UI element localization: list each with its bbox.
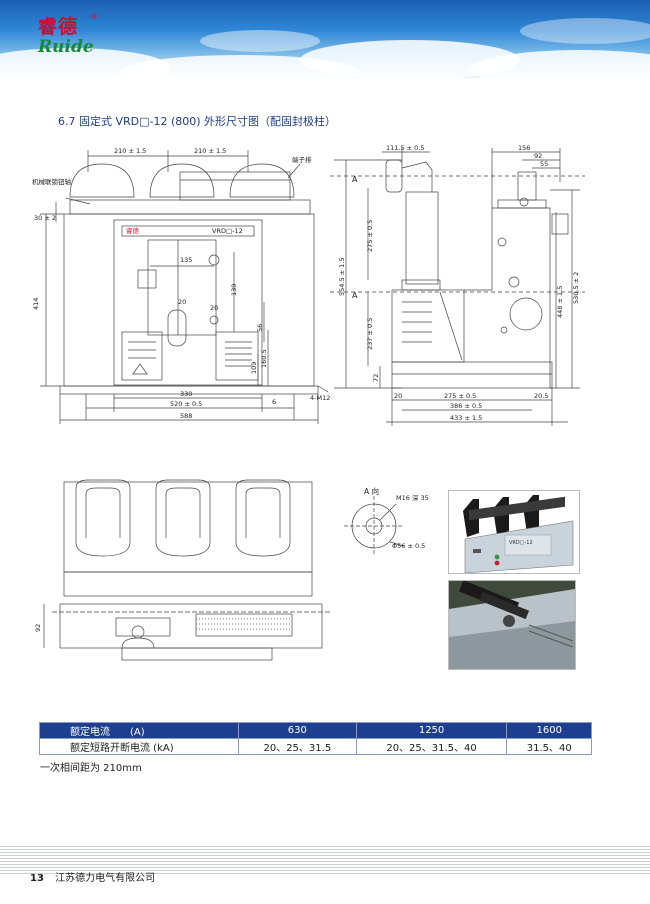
dim-30: 30 ± 2 [34,214,56,222]
front-view [40,150,329,424]
dim-330: 330 [180,390,192,398]
dim-20-side: 20 [394,392,402,400]
header-630: 630 [238,722,357,739]
dim-530: 530.5 ± 2 [572,272,580,304]
row-value-1250: 20、25、31.5、40 [355,738,508,755]
detail-a-diameter: Φ56 ± 0.5 [392,542,425,550]
label-lock: 机械联锁钮轴 [32,177,72,186]
nameplate-logo: 睿德 [126,226,140,235]
footer-stripes [0,846,650,874]
dim-386: 386 ± 0.5 [450,402,482,410]
dim-72: 72 [372,374,380,382]
dim-135: 135 [180,256,192,264]
dim-92-side: 92 [534,152,542,160]
product-photo-detail [448,580,576,670]
header-1600: 1600 [506,722,592,739]
side-view [330,148,585,426]
row-value-630: 20、25、31.5 [238,738,357,755]
dim-520: 520 ± 0.5 [170,400,202,408]
top-view [43,479,330,661]
label-a-top: A [352,175,358,184]
company-name: 江苏德力电气有限公司 [55,873,156,884]
dim-55: 55 [540,160,548,168]
page-footer: 13 江苏德力电气有限公司 [30,869,155,884]
label-terminal: 端子排 [292,155,312,164]
dim-111: 111.5 ± 0.5 [386,144,425,152]
table-row: 额定短路开断电流 (kA) 20、25、31.5 20、25、31.5、40 3… [39,738,592,755]
detail-a-title: A 向 [364,486,379,496]
registered-mark: ® [90,12,98,21]
dim-top-right: 210 ± 1.5 [194,147,226,155]
dim-top-left: 210 ± 1.5 [114,147,146,155]
label-m12: 4-M12 [310,394,330,402]
dim-109: 109 [250,362,258,374]
dim-414: 414 [32,298,40,310]
dim-237: 237 ± 0.5 [366,318,374,350]
dim-588: 588 [180,412,192,420]
header-banner: 睿德 ® Ruide [0,0,650,78]
brand-name-cn: 睿德 [38,16,79,38]
page-title: 6.7 固定式 VRD□-12 (800) 外形尺寸图（配固封极柱） [58,115,337,128]
page-number: 13 [30,873,44,884]
header-rated-current: 额定电流 (A) [39,722,239,739]
dim-160: 160.5 [260,349,268,368]
dim-448: 448 ± 1.5 [556,286,564,318]
dim-156: 156 [518,144,530,152]
dim-433: 433 ± 1.5 [450,414,482,422]
phase-spacing-note: 一次相间距为 210mm [40,763,142,774]
dim-275h: 275 ± 0.5 [444,392,476,400]
dim-139: 139 [230,284,238,296]
row-value-1600: 31.5、40 [506,738,592,755]
product-photo-front: VRD□-12 [448,490,580,574]
photo-model-label: VRD□-12 [509,540,533,546]
dim-92-top: 92 [34,624,42,632]
detail-a-view [344,496,405,556]
brand-name-en: Ruide [38,37,94,57]
label-a-bottom: A [352,291,358,300]
dim-56: 56 [256,324,264,332]
row-breaking-current-label: 额定短路开断电流 (kA) [39,738,239,755]
detail-a-thread: M16 深 35 [396,493,429,502]
dim-20b: 20 [210,304,218,312]
dim-20-5: 20.5 [534,392,548,400]
nameplate-model: VRD□-12 [212,227,243,235]
dimension-drawing: 210 ± 1.5 210 ± 1.5 端子排 机械联锁钮轴 30 ± 2 41… [32,144,585,661]
dim-275v: 275 ± 0.5 [366,220,374,252]
dim-20a: 20 [178,298,186,306]
spec-table: 额定电流 (A) 630 1250 1600 额定短路开断电流 (kA) 20、… [39,722,592,755]
header-1250: 1250 [355,722,508,739]
dim-554: 554.5 ± 1.5 [338,257,346,296]
dim-6: 6 [272,398,276,406]
brand-logo: 睿德 ® Ruide [38,12,108,57]
table-header-row: 额定电流 (A) 630 1250 1600 [39,722,592,739]
